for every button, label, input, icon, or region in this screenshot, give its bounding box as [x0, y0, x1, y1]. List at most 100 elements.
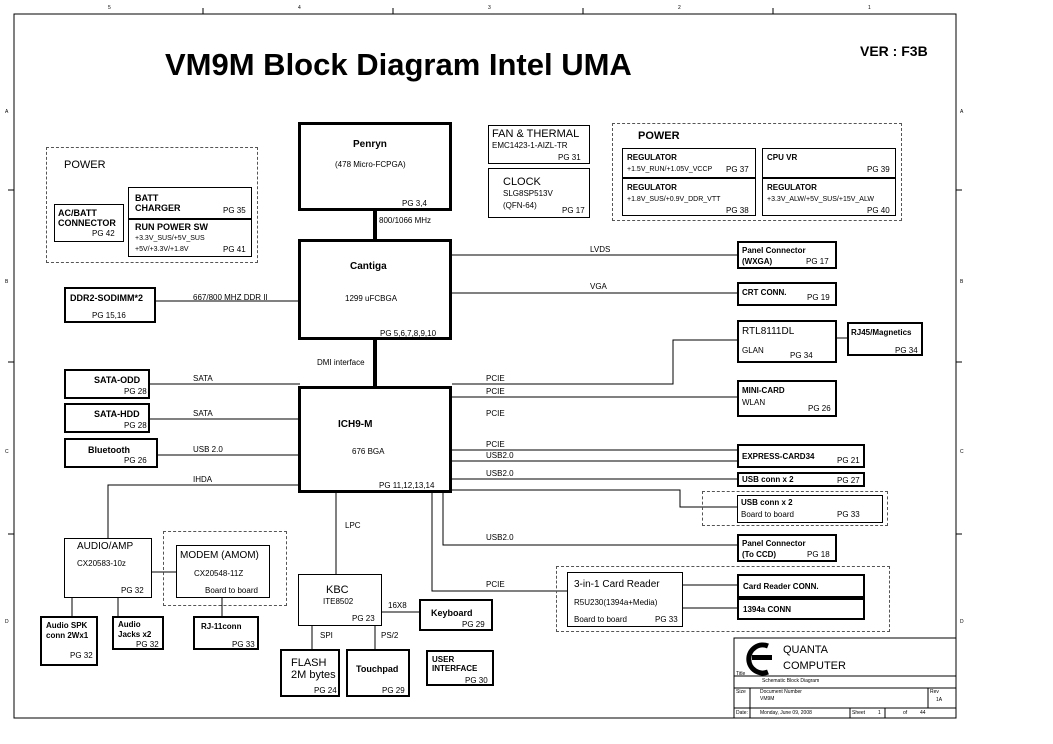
bluetooth-name: Bluetooth [88, 445, 130, 455]
conn1394-name: 1394a CONN [743, 605, 792, 614]
touchpad-name: Touchpad [356, 664, 399, 674]
clock-page: PG 17 [562, 206, 585, 215]
modem-name: MODEM (AMOM) [180, 550, 259, 561]
kbc-name: KBC [326, 584, 349, 596]
audio-page: PG 32 [121, 586, 144, 595]
acbatt-page: PG 42 [92, 229, 115, 238]
run-power-block: RUN POWER SW +3.3V_SUS/+5V_SUS +5V/+3.3V… [128, 219, 252, 257]
fan-page: PG 31 [558, 153, 581, 162]
cantiga-gmch-block: Cantiga 1299 uFCBGA PG 5,6,7,8,9,10 [298, 239, 452, 340]
penryn-package: (478 Micro-FCPGA) [335, 160, 406, 169]
regulator-3-block: REGULATOR +3.3V_ALW/+5V_SUS/+15V_ALW PG … [762, 178, 896, 216]
reg2-page: PG 38 [726, 206, 749, 215]
ich-package: 676 BGA [352, 447, 385, 456]
rj45-magnetics-block: RJ45/Magnetics PG 34 [847, 322, 923, 356]
company-name-2: COMPUTER [783, 660, 846, 672]
reg3-rails: +3.3V_ALW/+5V_SUS/+15V_ALW [767, 196, 874, 203]
tb-title-label: Title [736, 671, 746, 677]
clock-package: (QFN-64) [503, 201, 537, 210]
cpuvr-name: CPU VR [767, 153, 798, 162]
audio-spk-block: Audio SPK conn 2Wx1 PG 32 [40, 616, 98, 666]
sata-hdd-bus-label: SATA [193, 409, 213, 418]
kbc-part: ITE8502 [323, 597, 354, 606]
reg3-name: REGULATOR [767, 183, 817, 192]
tb-rev-value: 1A [936, 697, 943, 703]
border-letter-b-right: B [960, 279, 964, 285]
penryn-page: PG 3,4 [402, 199, 427, 208]
ich-page: PG 11,12,13,14 [379, 481, 435, 490]
kbc-block: KBC ITE8502 PG 23 [298, 574, 382, 626]
fan-name: FAN & THERMAL [492, 128, 580, 140]
acbatt-connector-block: AC/BATT CONNECTOR PG 42 [54, 204, 124, 242]
rj11-name: RJ-11conn [201, 622, 242, 631]
conn-1394a-block: 1394a CONN [737, 598, 865, 620]
border-letter-a-left: A [5, 109, 9, 115]
rtl-name: RTL8111DL [742, 326, 795, 337]
sata-odd-block: SATA-ODD PG 28 [64, 369, 150, 399]
border-letter-d-right: D [960, 619, 964, 625]
cr-conn-name: Card Reader CONN. [743, 582, 819, 591]
expresscard-block: EXPRESS-CARD34 PG 21 [737, 444, 865, 468]
reg1-name: REGULATOR [627, 153, 677, 162]
sata-hdd-block: SATA-HDD PG 28 [64, 403, 150, 433]
bluetooth-block: Bluetooth PG 26 [64, 438, 158, 468]
acbatt-name: AC/BATT CONNECTOR [58, 208, 116, 229]
pcie-label-3: PCIE [486, 409, 505, 418]
panel-wxga-block: Panel Connector (WXGA) PG 17 [737, 241, 837, 269]
batt-charger-block: BATT CHARGER PG 35 [128, 187, 252, 219]
panel-wxga-sub: (WXGA) [742, 257, 773, 266]
panel-ccd-page: PG 18 [807, 550, 830, 559]
panel-ccd-name: Panel Connector [742, 539, 806, 548]
user-interface-block: USER INTERFACE PG 30 [426, 650, 494, 686]
border-letter-b-left: B [5, 279, 9, 285]
run-power-rail2: +5V/+3.3V/+1.8V [135, 246, 189, 253]
pcie-label-5: PCIE [486, 580, 505, 589]
run-power-rail1: +3.3V_SUS/+5V_SUS [135, 235, 205, 242]
panel-wxga-page: PG 17 [806, 257, 829, 266]
card-reader-block: 3-in-1 Card Reader R5U230(1394a+Media) B… [567, 572, 683, 627]
fan-part: EMC1423-1-AIZL-TR [492, 141, 568, 150]
reg3-page: PG 40 [867, 206, 890, 215]
vga-label: VGA [590, 282, 607, 291]
sata-odd-name: SATA-ODD [94, 375, 141, 385]
sata-hdd-page: PG 28 [124, 421, 147, 430]
clock-block: CLOCK SLG8SP513V (QFN-64) PG 17 [488, 168, 590, 218]
tb-date-label: Date: [736, 710, 748, 716]
power-left-group [46, 147, 258, 263]
spk-name: Audio SPK conn 2Wx1 [46, 621, 89, 640]
border-ticks [8, 8, 962, 535]
border-letter-a-right: A [960, 109, 964, 115]
ich9m-block: ICH9-M 676 BGA PG 11,12,13,14 [298, 386, 452, 493]
ddr-sodimm-block: DDR2-SODIMM*2 PG 15,16 [64, 287, 156, 323]
card-reader-group [556, 566, 890, 632]
title-block-lines [733, 637, 957, 719]
version-label: VER : F3B [860, 43, 928, 59]
border-letter-c-right: C [960, 449, 964, 455]
spi-label: SPI [320, 631, 333, 640]
border-letter-d-left: D [5, 619, 9, 625]
border-num-4: 4 [298, 5, 301, 11]
minicard-name: MINI-CARD [742, 386, 785, 395]
clock-part: SLG8SP513V [503, 189, 553, 198]
crt-name: CRT CONN. [742, 288, 787, 297]
reg2-rails: +1.8V_SUS/+0.9V_DDR_VTT [627, 196, 721, 203]
spk-page: PG 32 [70, 651, 93, 660]
audio-part: CX20583-10z [77, 559, 126, 568]
ddr-name: DDR2-SODIMM*2 [70, 293, 144, 303]
audio-amp-block: AUDIO/AMP CX20583-10z PG 32 [64, 538, 152, 598]
tb-size-label: Size [736, 689, 746, 695]
company-name-1: QUANTA [783, 644, 829, 656]
usb-label-1: USB2.0 [486, 451, 514, 460]
border-letter-c-left: C [5, 449, 9, 455]
reg1-page: PG 37 [726, 165, 749, 174]
cpu-vr-block: CPU VR PG 39 [762, 148, 896, 178]
touchpad-page: PG 29 [382, 686, 405, 695]
connection-lines [71, 210, 848, 650]
rj11-conn-block: RJ-11conn PG 33 [193, 616, 259, 650]
regulator-2-block: REGULATOR +1.8V_SUS/+0.9V_DDR_VTT PG 38 [622, 178, 756, 216]
tb-doc-value: VM9M [760, 696, 775, 702]
kb-bus-label: 16X8 [388, 601, 407, 610]
cantiga-name: Cantiga [350, 261, 387, 272]
rtl-page: PG 34 [790, 351, 813, 360]
